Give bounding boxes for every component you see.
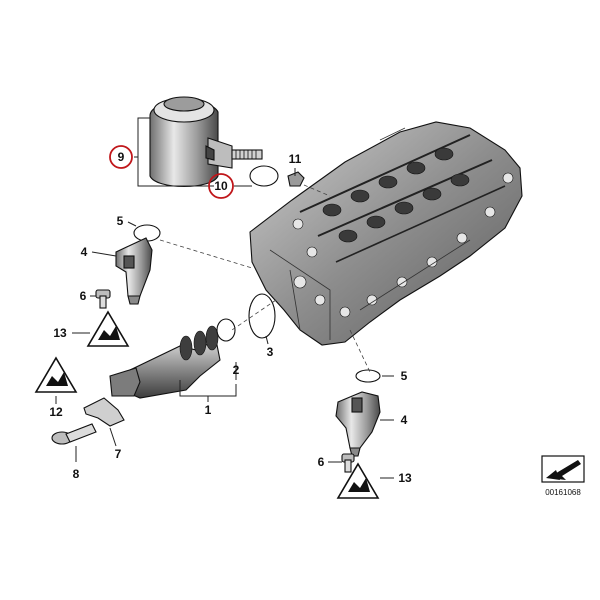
warning-triangle-icon (336, 462, 380, 499)
cylinder-head (249, 121, 523, 346)
callout-2: 2 (233, 363, 240, 377)
seal-ring (249, 165, 279, 187)
callout-9: 9 (118, 150, 125, 164)
leader-lines (55, 117, 394, 479)
callout-3: 3 (267, 345, 274, 359)
warning-triangle-icon (86, 310, 130, 347)
callout-13-lower: 13 (398, 471, 412, 485)
vanos-solenoid-valve (51, 293, 276, 445)
crankshaft-sensor-lower (335, 369, 381, 473)
callout-4-lower: 4 (401, 413, 408, 427)
callout-highlight-10 (208, 173, 234, 199)
callout-11: 11 (289, 152, 302, 166)
callout-1: 1 (205, 403, 212, 417)
callout-4-upper: 4 (81, 245, 88, 259)
diagram-id: 00161068 (545, 488, 581, 497)
front-arrow-icon (541, 455, 585, 483)
callout-6-upper: 6 (80, 289, 87, 303)
callout-5-upper: 5 (117, 214, 124, 228)
callout-8: 8 (73, 467, 80, 481)
callout-6-lower: 6 (318, 455, 325, 469)
alignment-lines (159, 184, 371, 373)
callout-13-upper: 13 (53, 326, 67, 340)
callout-highlight-9 (109, 145, 133, 169)
camshaft-sensor-upper (95, 224, 161, 309)
callout-7: 7 (115, 447, 122, 461)
warning-triangle-icon (34, 356, 78, 393)
callout-12: 12 (49, 405, 63, 419)
solenoid-actuator (149, 96, 263, 188)
nut (287, 171, 305, 187)
callout-10: 10 (214, 179, 228, 193)
callout-5-lower: 5 (401, 369, 408, 383)
